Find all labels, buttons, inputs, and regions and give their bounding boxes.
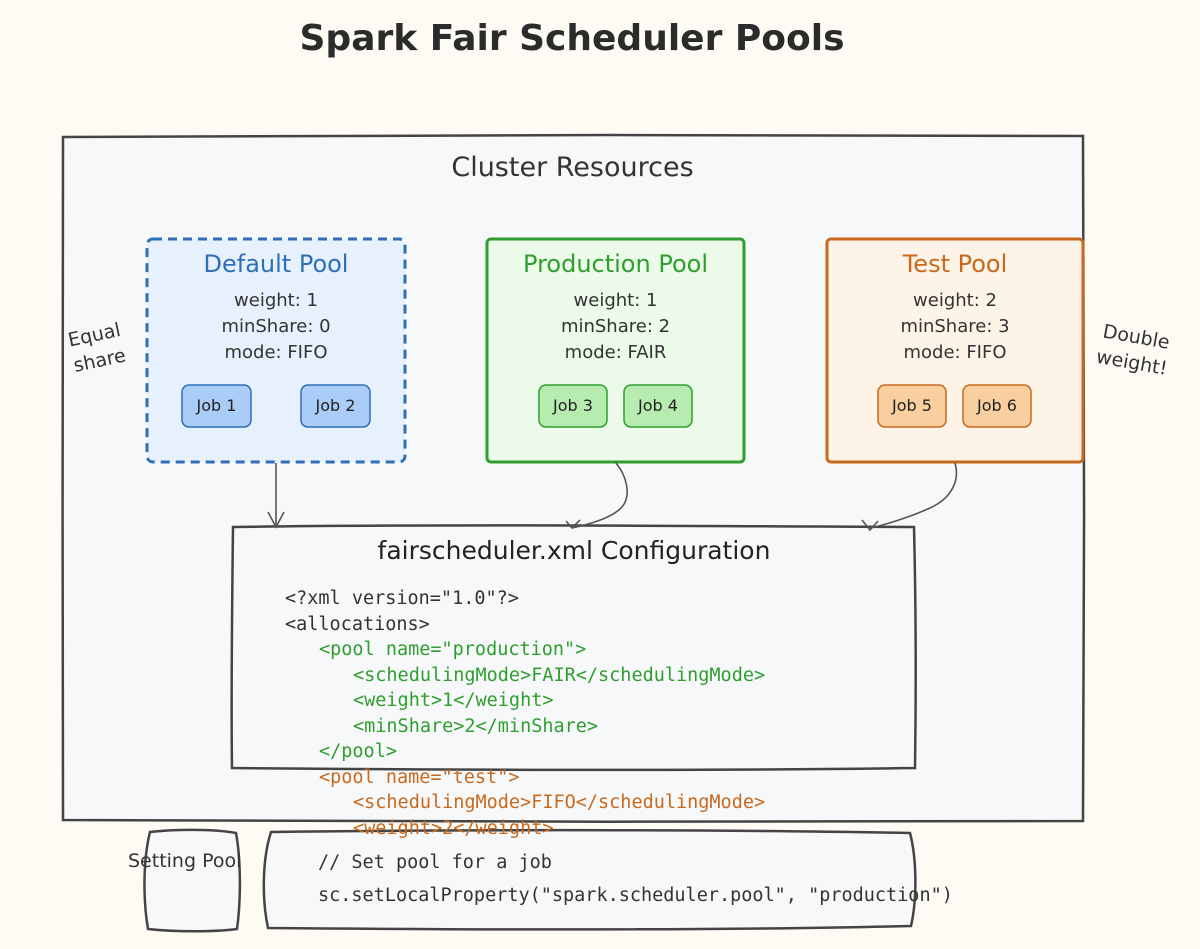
pool-weight-default: weight: 1 [234, 290, 318, 311]
job-box-5 [877, 384, 947, 428]
config-code-line: <pool name="test"> [319, 766, 520, 788]
pool-title-production: Production Pool [523, 250, 708, 278]
pool-title-default: Default Pool [203, 250, 349, 278]
pool-minshare-production: minShare: 2 [560, 316, 671, 337]
pool-minshare-test: minShare: 3 [900, 316, 1010, 337]
config-title: fairscheduler.xml Configuration [377, 536, 771, 565]
config-box [230, 524, 917, 772]
job-5: Job 5 [892, 396, 932, 415]
pool-mode-test: mode: FIFO [903, 342, 1007, 363]
pool-minshare-default: minShare: 0 [221, 316, 331, 337]
job-2: Job 2 [315, 396, 356, 415]
pool-weight-test: weight: 2 [913, 290, 997, 311]
config-code-line: <pool name="production"> [319, 639, 587, 660]
setting-pool-label: Setting Pool [128, 850, 242, 872]
config-code-line: <allocations> [285, 613, 430, 635]
cluster-title: Cluster Resources [451, 152, 694, 183]
job-4: Job 4 [638, 396, 678, 415]
pool-mode-default: mode: FIFO [224, 342, 328, 363]
arrow-test-to-config [861, 462, 958, 532]
job-box-3 [538, 384, 608, 428]
job-box-1 [181, 384, 252, 428]
job-box-2 [300, 384, 371, 428]
arrow-default-to-config [267, 463, 285, 529]
setting-pool-box [143, 828, 242, 933]
config-code-clip: <?xml version="1.0"?> <allocations> <pool … [62, 138, 1084, 839]
config-code: <?xml version="1.0"?> <allocations> <pool … [285, 586, 765, 841]
job-3: Job 3 [553, 396, 593, 415]
job-box-6 [962, 384, 1032, 428]
job-box-4 [623, 384, 693, 428]
page-title: Spark Fair Scheduler Pools [299, 18, 845, 59]
setting-pool-code: // Set pool for a job sc.setLocalPropert… [318, 846, 953, 912]
job-6: Job 6 [977, 396, 1017, 415]
code-usage-box [262, 828, 917, 931]
code-comment: // Set pool for a job [318, 852, 552, 873]
config-code-line: <weight>1</weight> [353, 690, 554, 711]
code-call: sc.setLocalProperty("spark.scheduler.poo… [318, 885, 953, 906]
arrow-production-to-config [565, 462, 628, 530]
job-1: Job 1 [196, 396, 237, 415]
config-code-line: <weight>2</weight> [353, 817, 554, 839]
config-code-line: <schedulingMode>FAIR</schedulingMode> [353, 664, 766, 686]
config-code-line: <?xml version="1.0"?> [285, 588, 519, 609]
config-code-line: <schedulingMode>FIFO</schedulingMode> [353, 792, 766, 813]
config-code-line: <minShare>2</minShare> [353, 715, 599, 737]
pool-title-test: Test Pool [902, 250, 1008, 278]
pool-mode-production: mode: FAIR [564, 342, 667, 363]
pool-weight-production: weight: 1 [573, 290, 658, 311]
config-code-line: </pool> [319, 741, 397, 762]
